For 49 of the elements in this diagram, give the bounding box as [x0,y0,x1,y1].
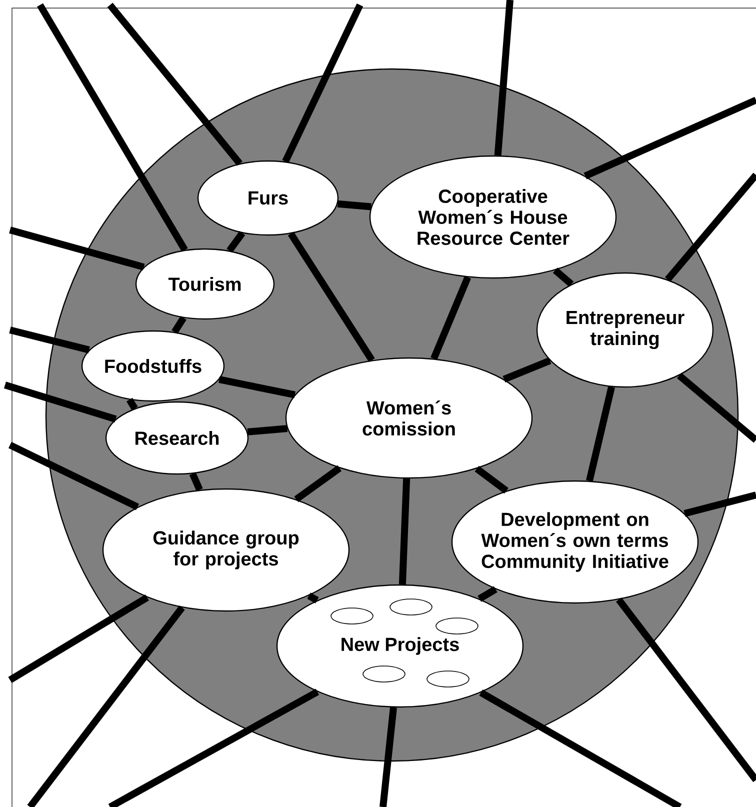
oval: Furs [197,160,339,236]
connector-line [479,690,682,807]
connector-line [108,688,320,807]
connector-line [27,605,185,807]
connector-line [282,4,364,164]
connector-line [189,472,203,492]
oval: Entrepreneur training [536,272,714,388]
connector-line [9,326,90,354]
connector-line [294,465,342,502]
oval: Development on Women´s own terms Community Initiative [451,480,699,604]
small-oval [330,608,374,624]
connector-line [584,96,756,180]
connector-line [552,268,574,287]
oval: Foodstuffs [81,330,225,402]
connector-line [36,3,188,252]
small-oval [390,598,432,616]
connector-line [337,200,372,210]
connector-line [502,357,552,383]
connector-line [126,398,138,410]
connector-line [616,597,756,782]
connector-line [247,425,288,436]
connector-line [478,586,498,602]
connector-line [288,232,375,362]
connector-line [586,386,615,482]
connector-line [494,0,514,156]
connector-line [8,594,149,683]
small-oval [436,618,478,634]
oval: Women´s comission [285,357,533,479]
connector-line [107,2,242,166]
small-oval [426,670,470,688]
connector-line [4,382,117,422]
oval: Cooperative Women´s House Resource Center [369,155,617,279]
small-oval [362,666,406,682]
connector-line [9,226,145,270]
connector-line [226,230,246,253]
connector-line [8,442,140,510]
oval: Tourism [135,248,275,320]
oval: Research [105,401,249,475]
connector-line [430,276,472,360]
connector-line [676,372,756,443]
connector-line [380,707,397,807]
connector-line [172,316,186,334]
oval: Guidance group for projects [102,488,350,612]
connector-line [398,478,410,585]
connector-line [218,376,296,398]
connector-line [684,492,756,517]
connector-line [664,172,756,282]
connector-line [474,466,508,494]
connector-line [307,592,319,604]
